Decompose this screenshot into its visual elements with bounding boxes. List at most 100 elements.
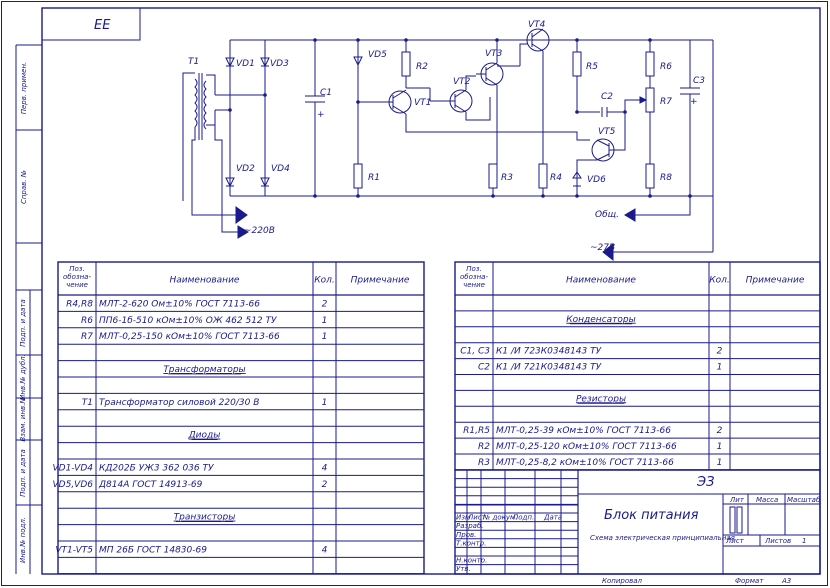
side-label: Взам. инв.№ xyxy=(19,396,27,441)
svg-text:R7: R7 xyxy=(660,97,672,107)
svg-text:~220B: ~220B xyxy=(244,226,275,236)
left-table-section-heading: Трансформаторы xyxy=(163,365,245,375)
left-table-row-pos: R4,R8 xyxy=(66,299,93,309)
svg-text:VT4: VT4 xyxy=(528,20,546,30)
left-table-row-qty: 1 xyxy=(322,316,328,326)
svg-text:VT1: VT1 xyxy=(414,98,431,108)
right-table-row-name: МЛТ-0,25-120 кОм±10% ГОСТ 7113-66 xyxy=(496,442,677,452)
title-row-label: Пров. xyxy=(456,531,476,539)
title-col-label: Изм xyxy=(456,514,471,522)
right-table-row-pos: C2 xyxy=(478,363,490,373)
left-table-row-name: Трансформатор силовой 220/30 В xyxy=(99,398,259,408)
svg-text:R3: R3 xyxy=(501,173,513,183)
svg-text:R2: R2 xyxy=(416,62,428,72)
title-col-label: Лист xyxy=(467,514,487,522)
right-table-header-pos: обозна- xyxy=(460,273,488,281)
left-table-row-pos: R6 xyxy=(81,316,93,326)
right-table-row-name: К1 /И 721К0348143 ТУ xyxy=(496,363,602,373)
left-table-section-heading: Транзисторы xyxy=(174,513,236,523)
document-subtitle: Схема электрическая принципиальная xyxy=(590,534,735,542)
svg-text:VD3: VD3 xyxy=(270,59,289,69)
left-table-header-name: Наименование xyxy=(170,276,240,286)
left-table-row-pos: VT1-VT5 xyxy=(55,545,93,555)
svg-text:VD5: VD5 xyxy=(368,50,387,60)
left-table-row-qty: 2 xyxy=(322,480,328,490)
svg-text:C2: C2 xyxy=(601,92,613,102)
svg-text:R8: R8 xyxy=(660,173,672,183)
side-label: Подп. и дата xyxy=(19,449,27,497)
right-table-row-name: К1 /И 723К0348143 ТУ xyxy=(496,347,602,357)
right-table-header-note: Примечание xyxy=(746,276,805,286)
left-side-strip-labels: Перв. примен. Справ. № Подп. и дата Инв.… xyxy=(19,62,28,563)
svg-text:VT5: VT5 xyxy=(598,127,616,137)
svg-text:VD4: VD4 xyxy=(271,164,290,174)
mirrored-stamp: ЕЕ xyxy=(94,18,111,33)
side-label: Инв.№ дубл. xyxy=(19,354,27,400)
left-table-row-name: МЛТ-0,25-150 кОм±10% ГОСТ 7113-66 xyxy=(99,332,280,342)
left-table-row-name: ПП6-1б-510 кОм±10% ОЖ 462 512 ТУ xyxy=(99,316,277,326)
svg-text:R4: R4 xyxy=(550,173,562,183)
left-table-row-qty: 4 xyxy=(322,545,328,555)
right-table-row-name: МЛТ-0,25-8,2 кОм±10% ГОСТ 7113-66 xyxy=(496,458,674,468)
svg-text:R5: R5 xyxy=(586,62,598,72)
right-table-row-pos: R2 xyxy=(478,442,490,452)
svg-text:VD2: VD2 xyxy=(236,164,255,174)
schematic-labels: T1 VD1 VD3 VD2 VD4 C1 + VD5 R1 R2 VT1 VT… xyxy=(188,20,705,253)
title-row-label: Разраб. xyxy=(456,522,484,530)
svg-text:VD1: VD1 xyxy=(236,59,255,69)
left-table-row-pos: VD5,VD6 xyxy=(53,480,94,490)
left-table-row-name: МЛТ-2-620 Ом±10% ГОСТ 7113-66 xyxy=(99,299,260,309)
right-table-row-name: МЛТ-0,25-39 кОм±10% ГОСТ 7113-66 xyxy=(496,426,671,436)
side-label: Перв. примен. xyxy=(20,62,28,115)
left-table-row-name: МП 26Б ГОСТ 14830-69 xyxy=(99,545,207,555)
right-table-row-qty: 2 xyxy=(717,426,723,436)
left-table-row-qty: 4 xyxy=(322,463,328,473)
svg-text:R1: R1 xyxy=(368,173,380,183)
svg-text:1: 1 xyxy=(802,537,806,545)
right-table-row-qty: 1 xyxy=(717,363,723,373)
right-table-row-pos: R1,R5 xyxy=(463,426,490,436)
svg-text:Масштаб: Масштаб xyxy=(787,496,821,504)
title-row-label: Н.контр. xyxy=(456,557,487,565)
right-table-row-qty: 1 xyxy=(717,442,723,452)
right-table-row-pos: C1, C3 xyxy=(460,347,490,357)
svg-text:C1: C1 xyxy=(320,88,332,98)
left-table-row-pos: R7 xyxy=(81,332,93,342)
right-table-row-pos: R3 xyxy=(478,458,490,468)
left-table-header-qty: Кол. xyxy=(314,276,335,286)
svg-text:+: + xyxy=(690,97,698,107)
svg-text:Лист: Лист xyxy=(725,537,745,545)
svg-text:A3: A3 xyxy=(781,577,791,585)
right-table-row-qty: 2 xyxy=(717,347,723,357)
left-table-header-pos: обозна- xyxy=(63,273,91,281)
right-table-header-name: Наименование xyxy=(566,276,636,286)
side-label: Справ. № xyxy=(20,170,28,204)
title-block: ЭЗ Блок питания Схема электрическая прин… xyxy=(590,475,821,585)
svg-text:C3: C3 xyxy=(693,76,705,86)
svg-text:+: + xyxy=(317,110,325,120)
svg-text:R6: R6 xyxy=(660,62,672,72)
left-table-row-name: Д814А ГОСТ 14913-69 xyxy=(98,480,203,490)
right-table-header-pos: Поз. xyxy=(466,265,482,273)
document-title: Блок питания xyxy=(604,508,699,523)
left-table-row-name: КД202Б УЖ3 362 036 ТУ xyxy=(99,463,214,473)
svg-text:Общ.: Общ. xyxy=(595,210,619,220)
svg-text:Копировал: Копировал xyxy=(602,577,643,585)
title-row-label: Т.контр. xyxy=(456,539,486,547)
right-table-header-pos: чение xyxy=(463,281,485,289)
document-code: ЭЗ xyxy=(696,475,714,490)
left-table-row-pos: T1 xyxy=(82,398,93,408)
left-table-row-qty: 1 xyxy=(322,398,328,408)
side-label: Подп. и дата xyxy=(19,299,27,347)
svg-text:VD6: VD6 xyxy=(587,175,606,185)
svg-text:Формат: Формат xyxy=(735,577,764,585)
right-table-section-heading: Конденсаторы xyxy=(566,315,635,325)
svg-text:Лит: Лит xyxy=(729,496,745,504)
left-table-header-note: Примечание xyxy=(351,276,410,286)
right-table-row-qty: 1 xyxy=(717,458,723,468)
side-label: Инв.№ подл. xyxy=(19,517,27,563)
svg-text:VT3: VT3 xyxy=(485,49,503,59)
